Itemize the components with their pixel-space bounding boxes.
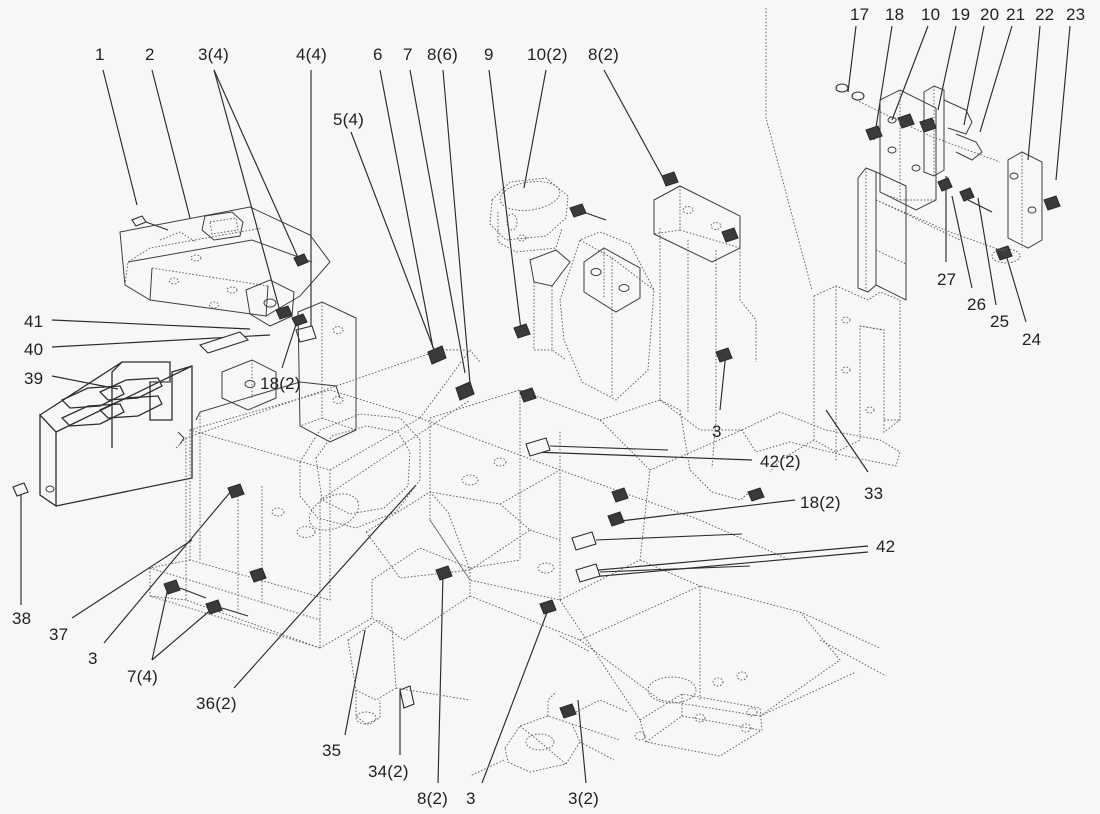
callout-20: 20: [980, 5, 1000, 24]
callout-27: 27: [937, 270, 957, 289]
callout-19: 19: [951, 5, 971, 24]
callout-2: 2: [145, 45, 155, 64]
callout-8-2-bottom: 8(2): [417, 789, 449, 808]
top-right-detail-assembly: [765, 8, 1061, 301]
leader-lines-top-right: [847, 25, 1071, 323]
callout-8-6: 8(6): [427, 45, 459, 64]
callout-22: 22: [1035, 5, 1055, 24]
callout-18-2-right: 18(2): [800, 493, 841, 512]
main-chassis-frame: [149, 349, 791, 725]
center-tower-assembly: [489, 177, 757, 420]
callout-35: 35: [322, 741, 342, 760]
callout-9: 9: [484, 45, 494, 64]
callout-7: 7: [403, 45, 413, 64]
leader-lines-left: [20, 317, 417, 689]
callout-17: 17: [850, 5, 870, 24]
callout-40: 40: [24, 340, 44, 359]
part-left-upper-bracket: [119, 206, 331, 327]
callout-26: 26: [967, 295, 987, 314]
callout-42-2: 42(2): [760, 452, 801, 471]
callout-6: 6: [373, 45, 383, 64]
callout-37: 37: [49, 625, 69, 644]
bottom-center-foot: [469, 691, 629, 777]
callout-8-2-top: 8(2): [588, 45, 620, 64]
callout-25: 25: [990, 312, 1010, 331]
bottom-left-hardware: [163, 483, 557, 709]
callout-5-4: 5(4): [333, 110, 365, 129]
callout-33: 33: [864, 484, 884, 503]
callout-24: 24: [1022, 330, 1042, 349]
bottom-right-platform: [559, 585, 887, 757]
callout-3-right: 3: [712, 422, 722, 441]
callout-42: 42: [876, 537, 896, 556]
callout-38: 38: [12, 609, 32, 628]
mid-right-hardware: [427, 171, 751, 583]
callout-18-2-left: 18(2): [260, 374, 301, 393]
hardware-bolts-top-left: [12, 215, 317, 497]
callout-7-4: 7(4): [127, 667, 159, 686]
callout-21: 21: [1006, 5, 1026, 24]
frame-detail-lines: [149, 349, 743, 701]
callout-39: 39: [24, 369, 44, 388]
callout-41: 41: [24, 312, 44, 331]
callout-10: 10: [921, 5, 941, 24]
part-39-slotted-bracket: [39, 361, 193, 508]
callout-34-2: 34(2): [368, 762, 409, 781]
callout-18-top: 18: [885, 5, 905, 24]
part-33-tall-bracket: [659, 285, 901, 502]
callout-36-2: 36(2): [196, 694, 237, 713]
callout-3-2-bottom: 3(2): [568, 789, 600, 808]
callout-3-4: 3(4): [198, 45, 230, 64]
callout-10-2: 10(2): [527, 45, 568, 64]
callout-4-4: 4(4): [296, 45, 328, 64]
callout-3-bottomleft: 3: [88, 649, 98, 668]
part-4-5-mid-plates: [221, 301, 357, 443]
leader-lines-bottom: [344, 572, 587, 784]
callout-1: 1: [95, 45, 105, 64]
callout-3-bottom: 3: [466, 789, 476, 808]
leader-lines-top: [102, 69, 663, 396]
callout-23: 23: [1066, 5, 1086, 24]
